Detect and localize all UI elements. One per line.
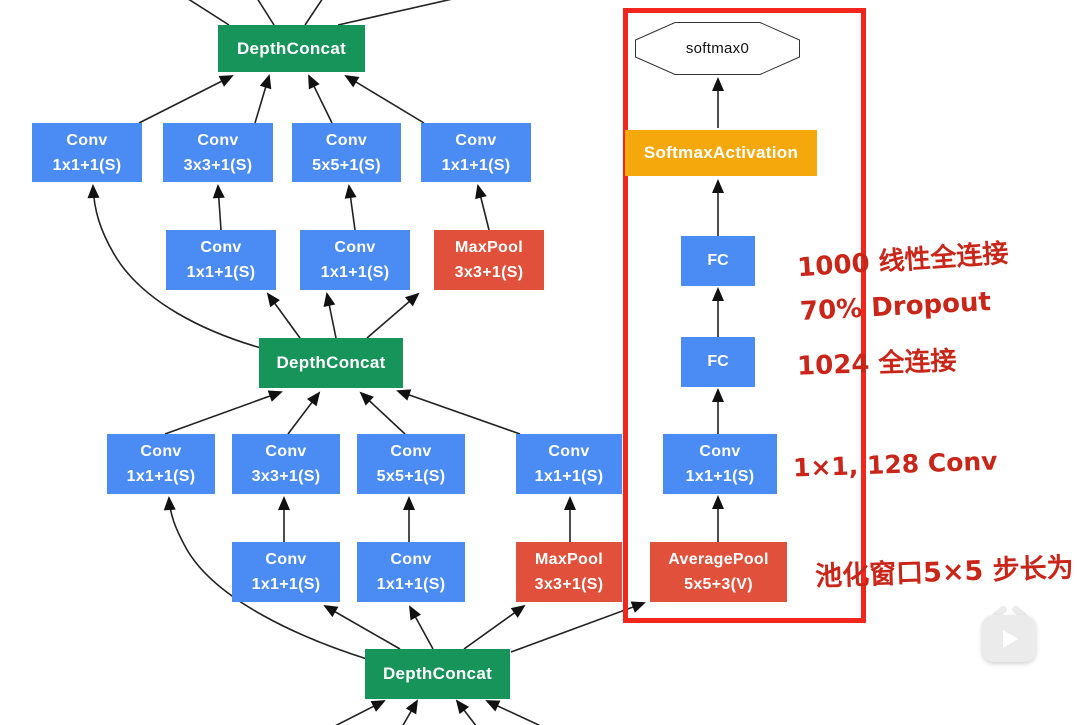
node-label: DepthConcat: [236, 38, 347, 58]
node-sublabel: 3x3+1(S): [183, 156, 253, 174]
node-depthconcat-top: DepthConcat: [218, 25, 365, 72]
node-sublabel: 1x1+1(S): [320, 264, 390, 281]
node-maxpool-row4: MaxPool 3x3+1(S): [516, 542, 622, 602]
node-label: FC: [707, 353, 729, 370]
node-label: AveragePool: [668, 551, 769, 568]
node-label: Conv: [197, 131, 239, 149]
node-label: Conv: [390, 443, 432, 460]
node-label: DepthConcat: [382, 664, 493, 683]
node-sublabel: 5x5+1(S): [312, 156, 381, 174]
node-sublabel: 1x1+1(S): [685, 468, 755, 485]
node-sublabel: 1x1+1(S): [52, 156, 122, 174]
node-sublabel: 3x3+1(S): [454, 264, 524, 281]
node-label: Conv: [200, 239, 242, 256]
node-aux-conv: Conv 1x1+1(S): [663, 434, 777, 494]
node-sublabel: 5x5+1(S): [376, 468, 446, 485]
play-triangle-icon: [1003, 630, 1018, 648]
node-conv-reduce5x5-row4: Conv 1x1+1(S): [357, 542, 465, 602]
node-label: MaxPool: [455, 239, 523, 256]
node-maxpool-row2: MaxPool 3x3+1(S): [434, 230, 544, 290]
node-label: Conv: [699, 443, 741, 460]
node-conv-reduce3x3-row4: Conv 1x1+1(S): [232, 542, 340, 602]
node-label: FC: [707, 252, 729, 269]
node-conv-proj-row3: Conv 1x1+1(S): [516, 434, 622, 494]
node-conv-5x5-row1: Conv 5x5+1(S): [292, 123, 401, 182]
node-label: DepthConcat: [276, 353, 386, 372]
node-label: Conv: [325, 131, 368, 149]
node-label: SoftmaxActivation: [643, 143, 799, 162]
node-sublabel: 1x1+1(S): [534, 468, 604, 485]
node-label: Conv: [66, 131, 108, 149]
node-label: MaxPool: [535, 551, 603, 568]
node-sublabel: 1x1+1(S): [441, 156, 511, 174]
node-sublabel: 1x1+1(S): [186, 264, 256, 281]
node-label: Conv: [265, 443, 307, 460]
node-conv-5x5-row3: Conv 5x5+1(S): [357, 434, 465, 494]
node-depthconcat-bottom: DepthConcat: [365, 649, 510, 699]
node-label: Conv: [265, 551, 307, 568]
node-conv-3x3-row1: Conv 3x3+1(S): [163, 123, 273, 182]
node-label: Conv: [334, 239, 376, 256]
node-sublabel: 1x1+1(S): [251, 576, 321, 593]
node-softmax0: softmax0: [635, 22, 800, 75]
node-label: Conv: [548, 443, 590, 460]
node-sublabel: 1x1+1(S): [126, 468, 196, 485]
node-conv-proj-row1: Conv 1x1+1(S): [421, 123, 531, 182]
node-sublabel: 5x5+3(V): [684, 576, 753, 593]
octagon-shape: [635, 22, 800, 75]
node-label: Conv: [140, 443, 182, 460]
node-softmax-activation: SoftmaxActivation: [625, 130, 817, 176]
node-label: Conv: [455, 131, 497, 149]
annotation-fc-1024: 1024 全连接: [796, 346, 957, 382]
video-watermark-play-button[interactable]: [982, 604, 1038, 664]
node-fc-top: FC: [681, 236, 755, 286]
node-label: Conv: [390, 551, 432, 568]
node-sublabel: 3x3+1(S): [534, 576, 604, 593]
node-depthconcat-middle: DepthConcat: [259, 338, 403, 388]
node-conv-reduce3x3-row2: Conv 1x1+1(S): [166, 230, 276, 290]
node-label: softmax0: [685, 40, 750, 57]
node-sublabel: 3x3+1(S): [251, 468, 321, 485]
node-conv-3x3-row3: Conv 3x3+1(S): [232, 434, 340, 494]
node-averagepool: AveragePool 5x5+3(V): [650, 542, 787, 602]
node-fc-bottom: FC: [681, 337, 755, 387]
edge-lines: [87, 0, 724, 725]
node-conv-reduce5x5-row2: Conv 1x1+1(S): [300, 230, 410, 290]
node-conv-1x1-row3: Conv 1x1+1(S): [107, 434, 215, 494]
annotation-frame: [623, 8, 866, 623]
node-sublabel: 1x1+1(S): [376, 576, 446, 593]
node-conv-1x1-row1: Conv 1x1+1(S): [32, 123, 142, 182]
